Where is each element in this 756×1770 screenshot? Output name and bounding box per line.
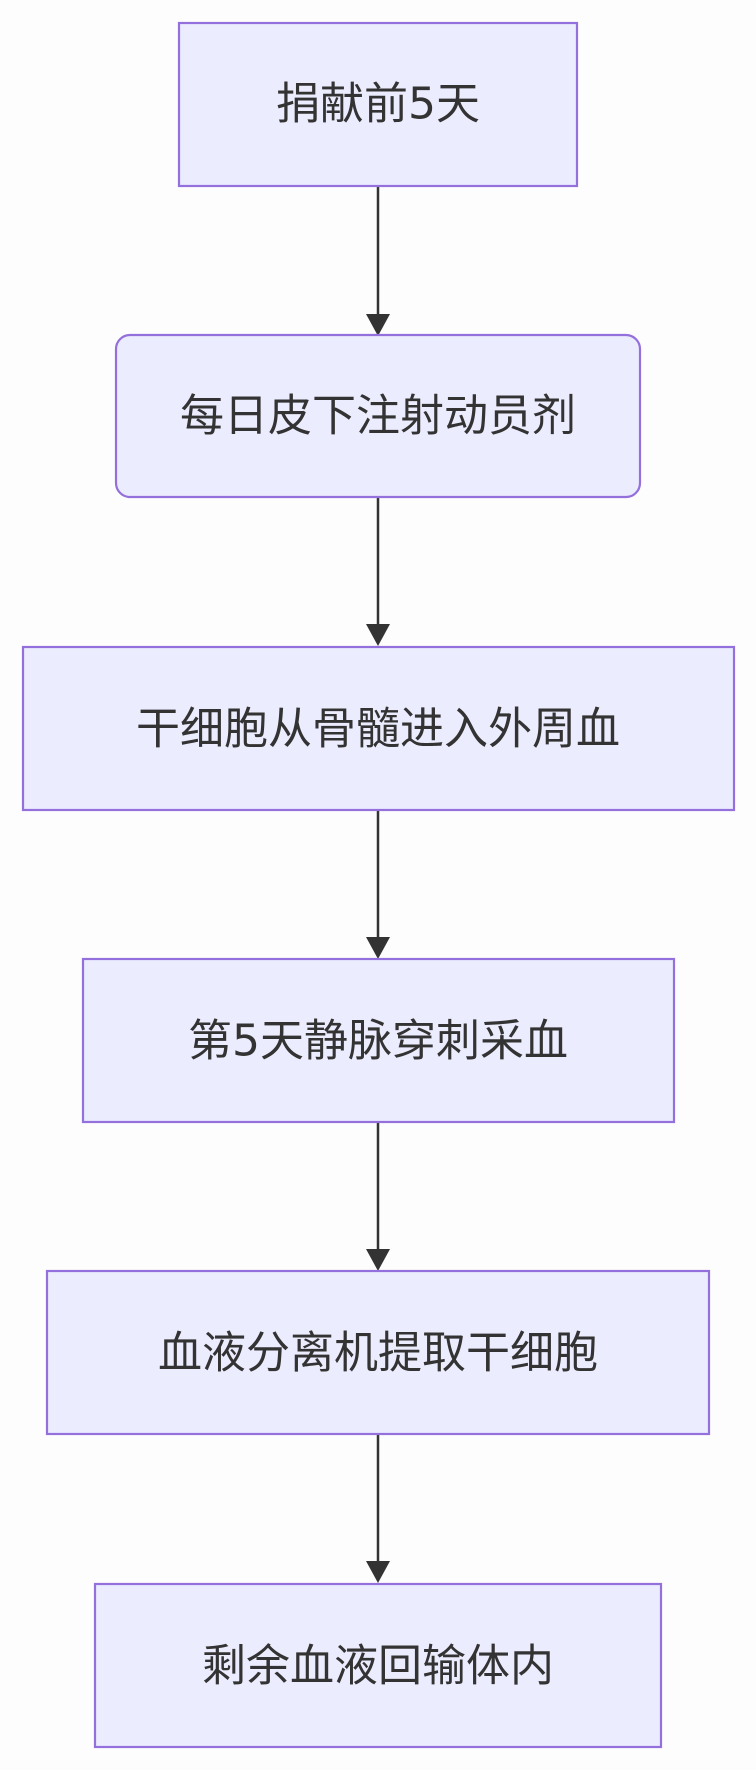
- edge-n1-n2: [366, 187, 390, 336]
- node-day5-blood-draw: 第5天静脉穿刺采血: [81, 957, 676, 1124]
- flowchart-edges: [366, 187, 390, 1583]
- node-return-blood: 剩余血液回输体内: [93, 1582, 663, 1749]
- arrowhead-icon: [366, 1561, 390, 1583]
- arrowhead-icon: [366, 314, 390, 336]
- node-donation-5-days-before: 捐献前5天: [177, 21, 579, 188]
- node-box: [93, 1582, 663, 1749]
- node-label: 第5天静脉穿刺采血: [188, 1016, 568, 1067]
- edge-n4-n5: [366, 1122, 390, 1271]
- node-daily-injection: 每日皮下注射动员剂: [114, 333, 642, 499]
- edge-n3-n4: [366, 810, 390, 959]
- flowchart-nodes: 捐献前5天 每日皮下注射动员剂 干细胞从骨髓进入外周血 第5天静脉穿刺采血 血液…: [21, 21, 736, 1749]
- node-stem-cells-to-blood: 干细胞从骨髓进入外周血: [21, 645, 736, 812]
- node-box: [177, 21, 579, 188]
- node-label: 剩余血液回输体内: [202, 1641, 554, 1692]
- arrowhead-icon: [366, 937, 390, 959]
- arrowhead-icon: [366, 624, 390, 646]
- node-label: 干细胞从骨髓进入外周血: [136, 704, 620, 755]
- node-box: [21, 645, 736, 812]
- arrowhead-icon: [366, 1249, 390, 1271]
- edge-n2-n3: [366, 497, 390, 646]
- node-box: [81, 957, 676, 1124]
- node-box: [45, 1269, 711, 1436]
- node-box: [114, 333, 642, 499]
- node-apheresis-extraction: 血液分离机提取干细胞: [45, 1269, 711, 1436]
- edge-n5-n6: [366, 1434, 390, 1583]
- node-label: 血液分离机提取干细胞: [158, 1328, 598, 1379]
- node-label: 捐献前5天: [276, 79, 480, 130]
- node-label: 每日皮下注射动员剂: [180, 391, 576, 442]
